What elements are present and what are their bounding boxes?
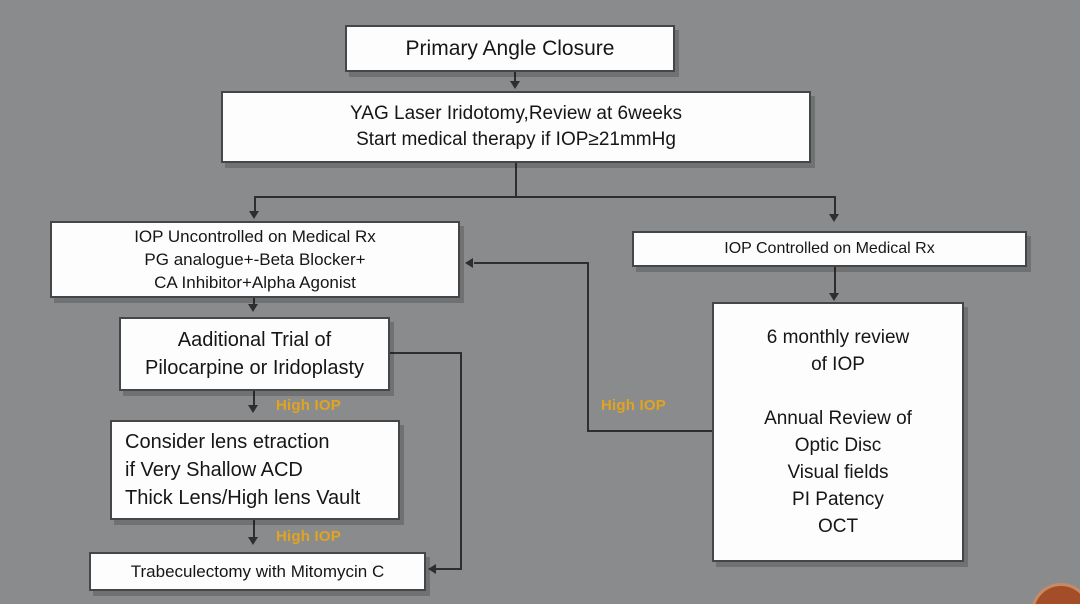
arrowhead-down-icon [249,211,259,219]
node-text-line: if Very Shallow ACD [125,459,303,481]
edge-bypass-into-trabeculectomy [436,568,462,570]
edge-additional-to-lens [253,391,255,407]
arrowhead-down-icon [248,537,258,545]
node-text-line: Start medical therapy if IOP≥21mmHg [356,129,676,150]
edge-review-out-left [587,430,714,432]
node-text-line: PG analogue+-Beta Blocker+ [144,250,366,269]
node-text-line: YAG Laser Iridotomy,Review at 6weeks [350,103,682,124]
edge-label-high-iop: High IOP [601,397,666,414]
edge-high-iop-into-uncontrolled [474,262,589,264]
node-text-line: Visual fields [787,462,889,483]
edge-primary-to-yag [514,72,516,84]
arrowhead-left-icon [428,564,436,574]
corner-logo-circle [1031,583,1080,604]
node-yag-laser-iridotomy: YAG Laser Iridotomy,Review at 6weeks Sta… [221,91,811,163]
node-text-line: 6 monthly review [766,327,910,348]
arrowhead-down-icon [510,81,520,89]
edge-label-high-iop: High IOP [276,528,341,545]
node-additional-trial: Aaditional Trial of Pilocarpine or Irido… [119,317,390,391]
edge-split-to-uncontrolled [254,196,256,213]
node-iop-controlled: IOP Controlled on Medical Rx [632,231,1027,267]
node-text-line: CA Inhibitor+Alpha Agonist [154,273,356,292]
node-text-line: Trabeculectomy with Mitomycin C [130,561,385,581]
edge-additional-bypass-out [390,352,462,354]
node-text-line: of IOP [811,354,865,375]
node-iop-uncontrolled: IOP Uncontrolled on Medical Rx PG analog… [50,221,460,298]
arrowhead-down-icon [248,405,258,413]
node-text-line [714,378,962,405]
node-text-line: Annual Review of [764,408,912,429]
edge-high-iop-vertical [587,262,589,432]
edge-lens-to-trabeculectomy [253,520,255,539]
node-text-line: Aaditional Trial of [177,329,332,351]
node-text-line: Primary Angle Closure [405,36,615,60]
node-text-line: PI Patency [792,489,884,510]
node-review-schedule: 6 monthly review of IOP Annual Review of… [712,302,964,562]
node-text-line: Consider lens etraction [125,431,330,453]
node-text-line: OCT [817,516,859,537]
edge-controlled-to-review [834,267,836,295]
node-text-line: Optic Disc [794,435,882,456]
arrowhead-down-icon [829,214,839,222]
node-trabeculectomy: Trabeculectomy with Mitomycin C [89,552,426,591]
arrowhead-down-icon [248,304,258,312]
edge-split-to-controlled [834,196,836,216]
edge-split-horizontal [254,196,836,198]
arrowhead-left-icon [465,258,473,268]
node-text-line: IOP Controlled on Medical Rx [724,240,935,257]
node-text-line: Pilocarpine or Iridoplasty [145,357,364,379]
edge-yag-stem [515,163,517,197]
edge-uncontrolled-to-additional [253,298,255,306]
node-text-line: Thick Lens/High lens Vault [125,487,361,509]
arrowhead-down-icon [829,293,839,301]
node-primary-angle-closure: Primary Angle Closure [345,25,675,72]
node-text-line: IOP Uncontrolled on Medical Rx [134,227,376,246]
node-lens-extraction: Consider lens etraction if Very Shallow … [110,420,400,520]
edge-bypass-vertical [460,352,462,570]
edge-label-high-iop: High IOP [276,397,341,414]
